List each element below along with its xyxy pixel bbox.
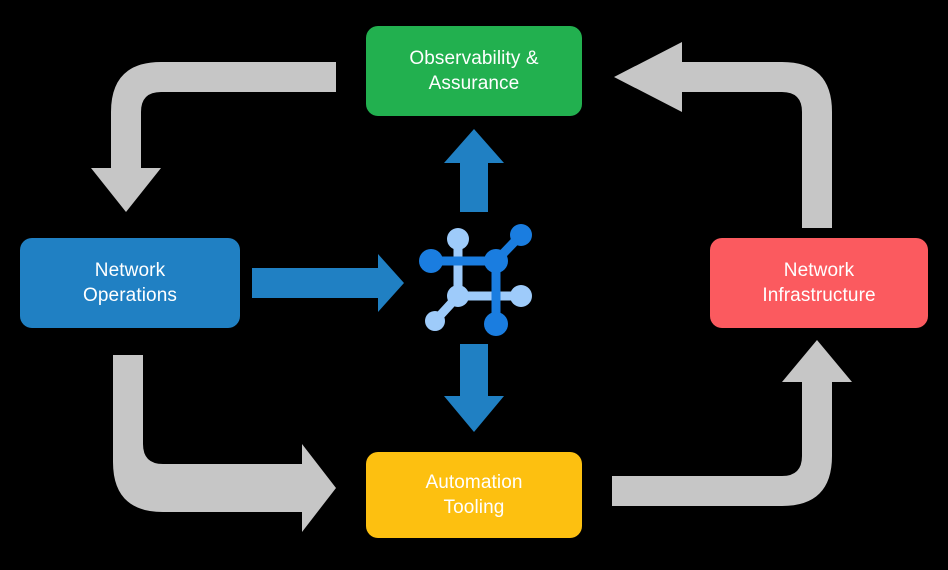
arrow-center-to-observability — [444, 129, 504, 212]
arrow-network-infrastructure-to-observability — [614, 42, 832, 228]
arrow-automation-tooling-to-network-infrastructure — [612, 340, 852, 506]
arrow-observability-to-network-operations — [91, 62, 336, 212]
box-observability-and-assurance[interactable]: Observability & Assurance — [366, 26, 582, 116]
box-automation-tooling-label: Automation Tooling — [425, 471, 523, 518]
box-network-infrastructure-label: Network Infrastructure — [762, 259, 876, 306]
arrow-network-operations-to-center — [252, 254, 404, 312]
box-observability-label: Observability & Assurance — [409, 47, 539, 94]
arrow-center-to-automation-tooling — [444, 344, 504, 432]
box-network-infrastructure[interactable]: Network Infrastructure — [710, 238, 928, 328]
box-network-operations-label: Network Operations — [83, 259, 177, 306]
topology-nodes-primary — [419, 224, 532, 336]
box-network-operations[interactable]: Network Operations — [20, 238, 240, 328]
topology-nodes-secondary — [425, 228, 532, 331]
arrow-network-operations-to-automation-tooling — [113, 355, 336, 532]
network-topology-icon — [419, 224, 532, 336]
box-automation-tooling[interactable]: Automation Tooling — [366, 452, 582, 538]
